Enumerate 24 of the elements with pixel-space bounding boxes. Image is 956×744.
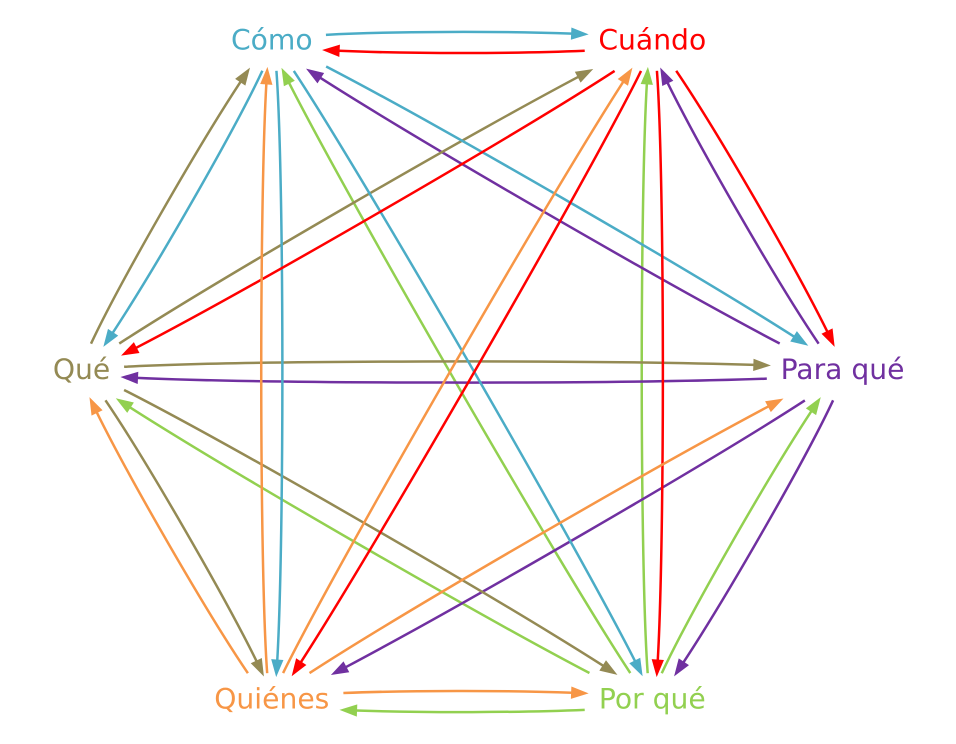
node-text: Qué <box>52 352 110 386</box>
arrow <box>674 70 834 347</box>
arrow <box>640 66 652 674</box>
node-text: Cómo <box>230 23 312 56</box>
arrow <box>322 44 584 57</box>
arrow <box>120 372 766 384</box>
arrow <box>660 397 820 674</box>
arrow <box>342 686 588 699</box>
arrow <box>660 68 820 344</box>
node-text: Quiénes <box>214 682 329 716</box>
arrow <box>104 400 264 676</box>
arrow <box>124 358 770 372</box>
node-text: Por qué <box>598 682 706 716</box>
arrow <box>325 27 588 40</box>
arrow <box>270 70 284 678</box>
node-text: Para qué <box>780 352 904 386</box>
arrow <box>674 400 834 676</box>
arrow <box>260 66 272 674</box>
arrow <box>338 704 584 717</box>
arrow <box>89 68 250 344</box>
arrow <box>88 397 248 674</box>
arrow <box>651 70 664 678</box>
node-text: Cuándo <box>598 23 706 56</box>
arrow <box>102 70 263 347</box>
